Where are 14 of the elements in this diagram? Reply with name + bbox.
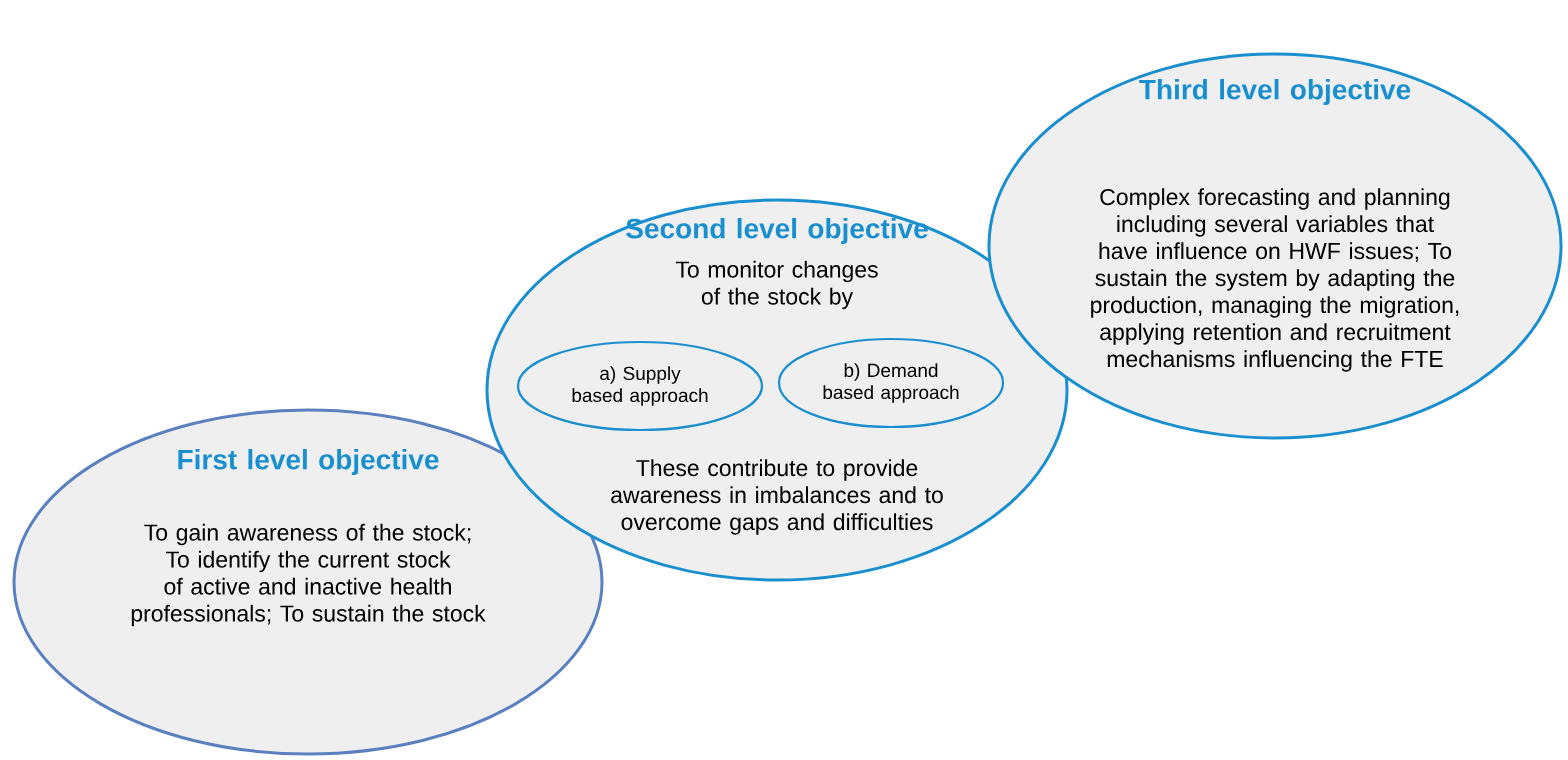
objective-ellipse [485, 198, 1069, 582]
heading: Second level objective [626, 217, 928, 245]
body-text: a) Supply based approach [572, 366, 708, 406]
body-text: To monitor changes of the stock by [675, 260, 878, 310]
approach-ellipse [516, 340, 764, 432]
body-text: To gain awareness of the stock; To identify the current stock of active and inactive health professionals; To sustain the stock [131, 523, 486, 627]
heading: Third level objective [1139, 78, 1411, 106]
objective-ellipse [12, 408, 604, 756]
objective-ellipse [987, 52, 1563, 440]
approach-ellipse [777, 337, 1005, 429]
body-text: b) Demand based approach [823, 363, 959, 403]
body-text: Complex forecasting and planning including several variables that have influence on HWF issues; To sustain the system by adapting the production, managing the migration, applying retention and recruitment mechanisms influencing the FTE [1091, 188, 1459, 372]
heading: First level objective [178, 448, 439, 476]
body-text: These contribute to provide awareness in imbalances and to overcome gaps and difficulties [611, 459, 943, 535]
